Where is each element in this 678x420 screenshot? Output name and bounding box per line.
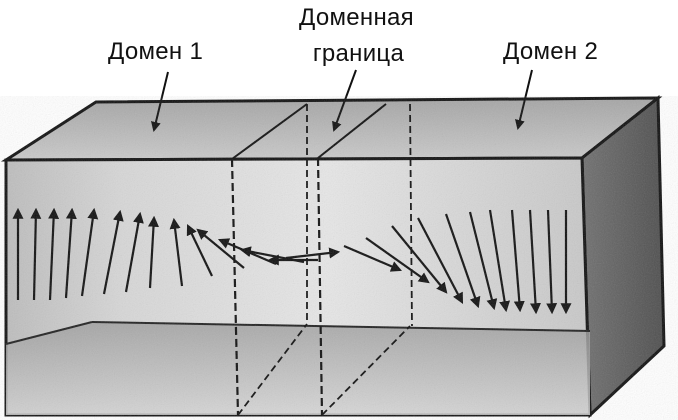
domain-boundary-label: Доменная граница: [299, 4, 414, 68]
domain-boundary-label-line-2: граница: [312, 40, 405, 67]
domain-boundary-label-line-1: Доменная: [299, 4, 414, 31]
domain-1-label: Домен 1: [108, 38, 204, 65]
domain-2-label: Домен 2: [503, 38, 599, 65]
